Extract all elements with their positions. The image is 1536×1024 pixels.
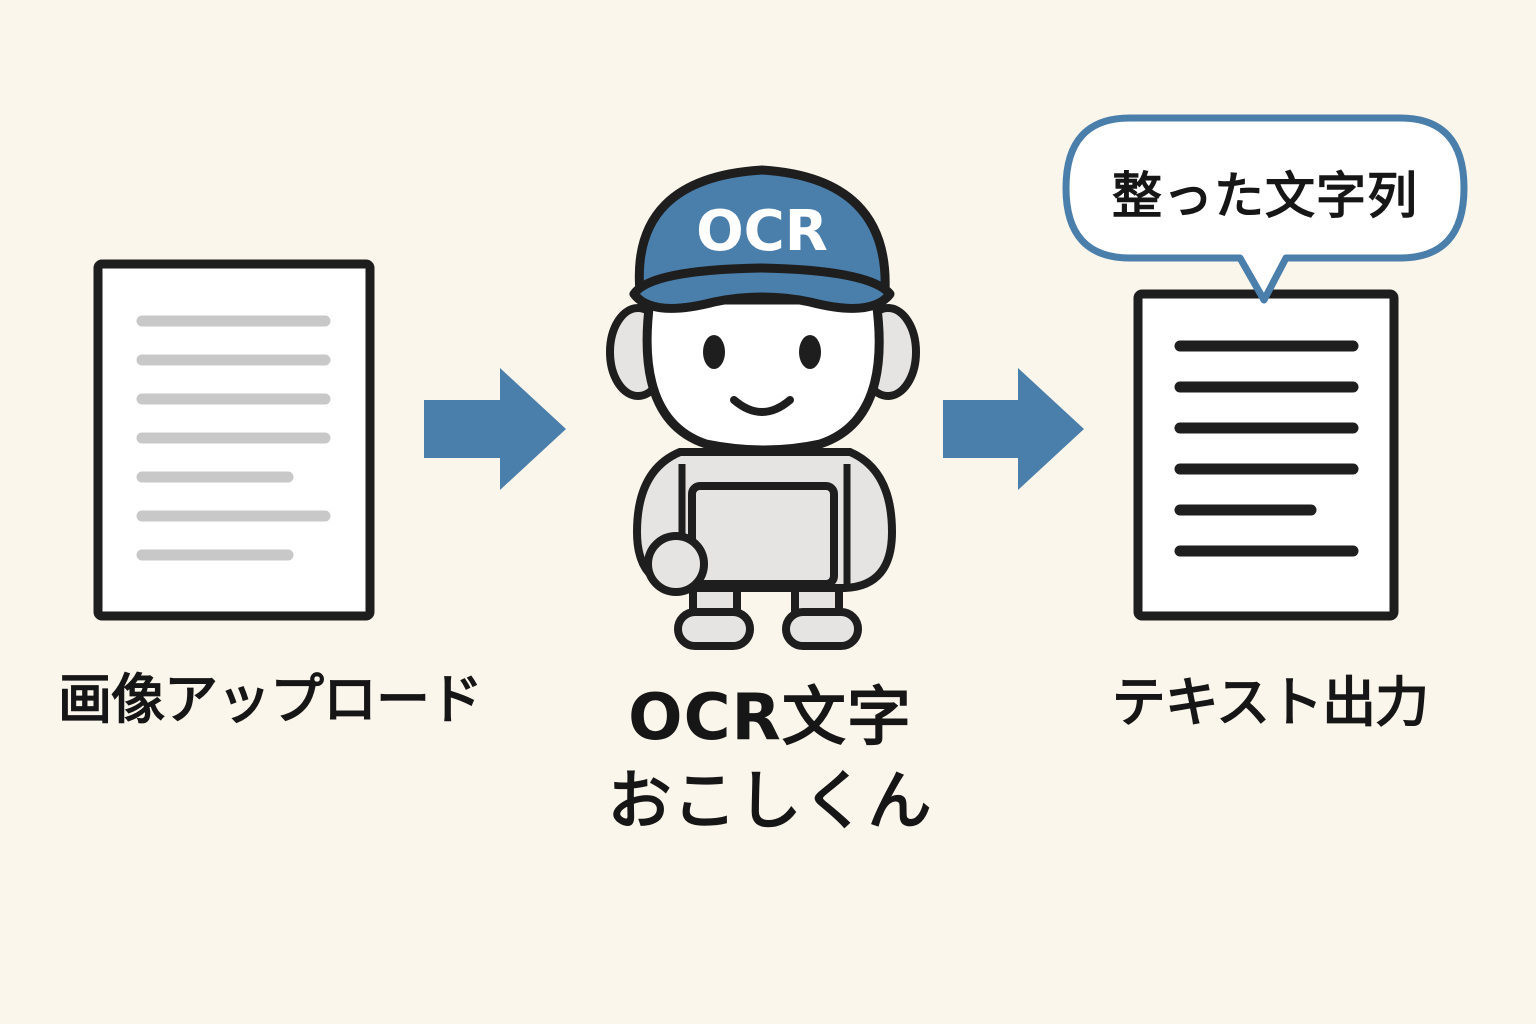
robot-cap bbox=[634, 165, 890, 297]
character-name-line1: OCR文字 bbox=[628, 681, 912, 755]
arrow-right-icon bbox=[424, 368, 566, 490]
robot-screen bbox=[688, 482, 838, 588]
cap-label: OCR bbox=[696, 199, 828, 264]
robot-eye bbox=[799, 335, 821, 369]
speech-bubble-icon bbox=[1062, 114, 1468, 304]
output-document-icon bbox=[1133, 289, 1399, 621]
robot-smile bbox=[730, 396, 794, 416]
robot-eye bbox=[703, 335, 725, 369]
robot-cap-brim bbox=[629, 263, 895, 313]
upload-step-label: 画像アップロード bbox=[58, 668, 483, 731]
character-name-line2: おこしくん bbox=[607, 765, 933, 839]
robot-hand bbox=[644, 532, 708, 596]
output-step-label: テキスト出力 bbox=[1111, 671, 1429, 734]
ocr-robot-character: OCR bbox=[606, 165, 920, 650]
arrow-right-icon bbox=[943, 368, 1084, 490]
bubble-text: 整った文字列 bbox=[1112, 167, 1418, 225]
robot-head bbox=[642, 295, 884, 455]
robot-foot bbox=[782, 608, 862, 650]
character-name-label: OCR文字 おこしくん bbox=[560, 676, 980, 844]
input-document-icon bbox=[93, 259, 375, 621]
robot-foot bbox=[674, 608, 754, 650]
